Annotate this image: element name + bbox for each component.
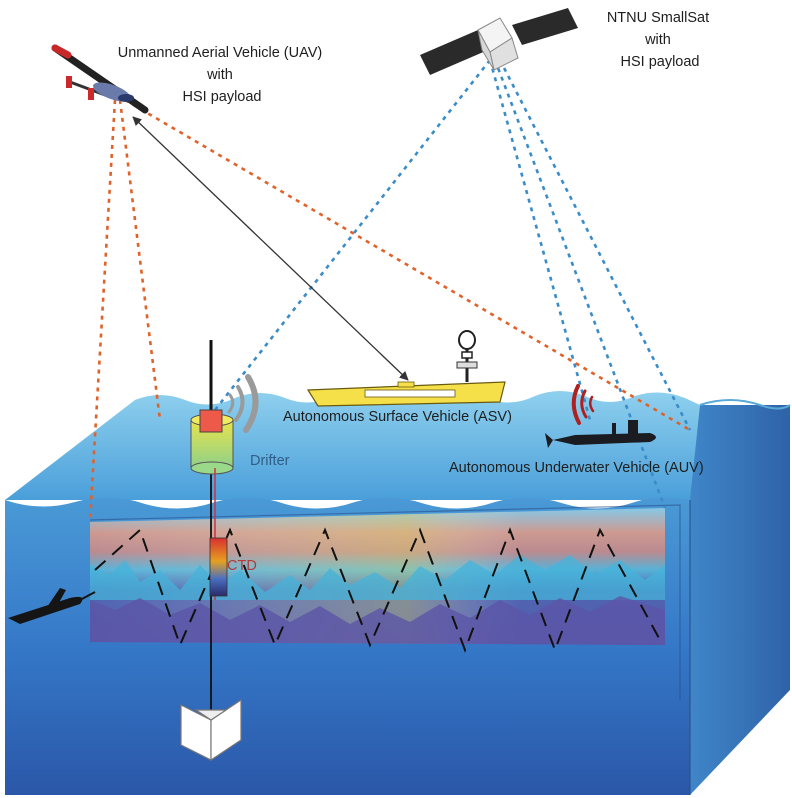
drogue-icon [180,698,242,762]
ctd-profile-bar [209,537,228,597]
wifi-signal-icon [227,374,595,433]
uav-asv-arrow [132,116,409,381]
satellite-label: NTNU SmallSat with HSI payload [607,10,713,70]
asv-label: Autonomous Surface Vehicle (ASV) [283,409,512,425]
asv-icon [306,330,506,407]
uav-label: Unmanned Aerial Vehicle (UAV) with HSI p… [118,45,326,105]
uav-icon [51,44,149,114]
auv-label: Autonomous Underwater Vehicle (AUV) [449,460,704,476]
satellite-icon [420,8,578,75]
ctd-label: CTD [227,558,257,574]
section-thermocline [90,555,665,600]
cross-section-panel [90,508,665,653]
drifter-label: Drifter [250,453,290,469]
water-surface [5,391,700,500]
water-side-face [690,405,790,795]
auv-icon [545,420,656,448]
glider-icon [8,588,96,624]
glider-trajectory [94,527,661,653]
